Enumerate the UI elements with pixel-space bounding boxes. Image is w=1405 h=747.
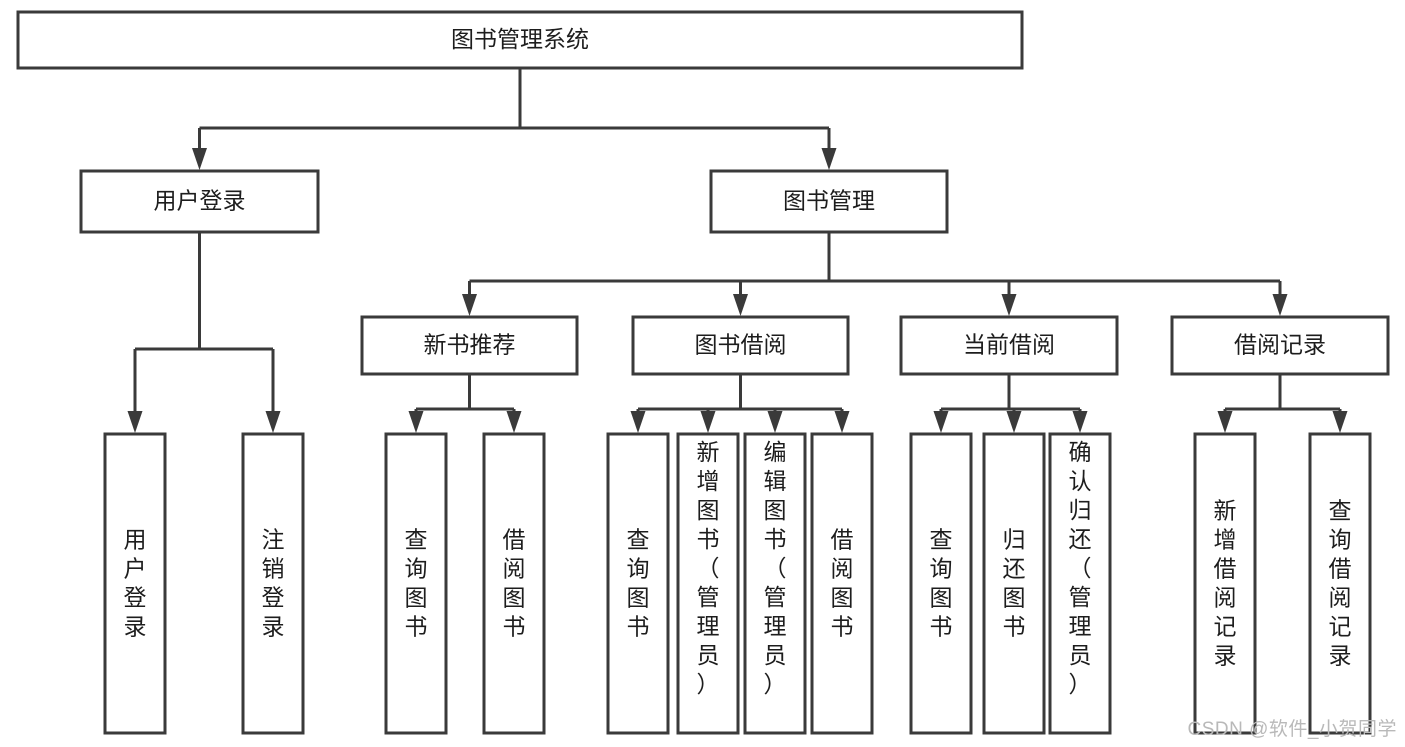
node-new-book-rec[interactable]: 新书推荐 bbox=[360, 315, 579, 376]
arrow-head-icon bbox=[192, 148, 207, 170]
arrow-head-icon bbox=[127, 411, 143, 433]
connector-layer bbox=[127, 68, 1348, 433]
node-leaf-query-book-2[interactable]: 查询图书 bbox=[606, 432, 670, 735]
node-label: 查询图书 bbox=[627, 527, 650, 640]
node-leaf-borrow-book-1[interactable]: 借阅图书 bbox=[482, 432, 546, 735]
node-leaf-query-record[interactable]: 查询借阅记录 bbox=[1308, 432, 1372, 735]
arrow-head-icon bbox=[1332, 411, 1348, 433]
node-layer: 图书管理系统用户登录图书管理新书推荐图书借阅当前借阅借阅记录用户登录注销登录查询… bbox=[16, 10, 1390, 735]
arrow-head-icon bbox=[733, 294, 748, 316]
node-box bbox=[709, 169, 949, 234]
node-borrow-record[interactable]: 借阅记录 bbox=[1170, 315, 1390, 376]
node-box bbox=[1170, 315, 1390, 376]
node-box bbox=[241, 432, 305, 735]
node-label: 编辑图书（管理员） bbox=[764, 439, 787, 697]
csdn-watermark: CSDN @软件_小贺同学 bbox=[1187, 719, 1397, 740]
node-box bbox=[982, 432, 1046, 735]
node-label: 归还图书 bbox=[1003, 527, 1026, 640]
arrow-head-icon bbox=[700, 411, 716, 433]
node-box bbox=[79, 169, 320, 234]
node-box bbox=[743, 432, 807, 735]
node-box bbox=[482, 432, 546, 735]
arrow-head-icon bbox=[265, 411, 281, 433]
node-label: 查询图书 bbox=[405, 527, 428, 640]
arrow-head-icon bbox=[506, 411, 522, 433]
node-leaf-add-book[interactable]: 新增图书（管理员） bbox=[676, 432, 740, 735]
node-leaf-query-book-1[interactable]: 查询图书 bbox=[384, 432, 448, 735]
node-box bbox=[676, 432, 740, 735]
node-label: 确认归还（管理员） bbox=[1069, 439, 1092, 697]
node-box bbox=[360, 315, 579, 376]
node-label: 当前借阅 bbox=[963, 332, 1055, 358]
node-label: 借阅记录 bbox=[1234, 332, 1326, 358]
node-box bbox=[899, 315, 1119, 376]
node-leaf-edit-book[interactable]: 编辑图书（管理员） bbox=[743, 432, 807, 735]
node-label: 用户登录 bbox=[154, 188, 246, 214]
arrow-head-icon bbox=[462, 294, 477, 316]
node-box bbox=[16, 10, 1024, 70]
node-leaf-confirm-return[interactable]: 确认归还（管理员） bbox=[1048, 432, 1112, 735]
node-book-borrow[interactable]: 图书借阅 bbox=[631, 315, 850, 376]
node-leaf-logout[interactable]: 注销登录 bbox=[241, 432, 305, 735]
node-label: 借阅图书 bbox=[831, 527, 854, 640]
node-label: 新增图书（管理员） bbox=[697, 439, 720, 697]
node-user-login[interactable]: 用户登录 bbox=[79, 169, 320, 234]
node-leaf-return-book[interactable]: 归还图书 bbox=[982, 432, 1046, 735]
node-box bbox=[631, 315, 850, 376]
arrow-head-icon bbox=[630, 411, 646, 433]
node-box bbox=[1048, 432, 1112, 735]
node-label: 查询图书 bbox=[930, 527, 953, 640]
node-leaf-add-record[interactable]: 新增借阅记录 bbox=[1193, 432, 1257, 735]
node-leaf-user-login[interactable]: 用户登录 bbox=[103, 432, 167, 735]
node-leaf-borrow-book-2[interactable]: 借阅图书 bbox=[810, 432, 874, 735]
arrow-head-icon bbox=[767, 411, 783, 433]
node-label: 新书推荐 bbox=[424, 332, 516, 358]
node-box bbox=[606, 432, 670, 735]
node-root-system[interactable]: 图书管理系统 bbox=[16, 10, 1024, 70]
node-box bbox=[384, 432, 448, 735]
node-box bbox=[103, 432, 167, 735]
node-leaf-query-book-3[interactable]: 查询图书 bbox=[909, 432, 973, 735]
arrow-head-icon bbox=[1006, 411, 1022, 433]
arrow-head-icon bbox=[1217, 411, 1233, 433]
arrow-head-icon bbox=[1272, 294, 1288, 316]
node-box bbox=[810, 432, 874, 735]
node-box bbox=[1308, 432, 1372, 735]
arrow-head-icon bbox=[933, 411, 949, 433]
node-label: 用户登录 bbox=[124, 527, 147, 640]
node-label: 查询借阅记录 bbox=[1329, 498, 1352, 669]
node-label: 图书借阅 bbox=[695, 332, 787, 358]
node-box bbox=[1193, 432, 1257, 735]
node-book-manage[interactable]: 图书管理 bbox=[709, 169, 949, 234]
arrow-head-icon bbox=[1001, 294, 1017, 316]
node-label: 注销登录 bbox=[262, 527, 285, 640]
node-label: 图书管理系统 bbox=[451, 26, 589, 52]
arrow-head-icon bbox=[408, 411, 424, 433]
node-box bbox=[909, 432, 973, 735]
arrow-head-icon bbox=[834, 411, 850, 433]
node-label: 借阅图书 bbox=[503, 527, 526, 640]
node-current-borrow[interactable]: 当前借阅 bbox=[899, 315, 1119, 376]
node-label: 新增借阅记录 bbox=[1214, 498, 1237, 669]
node-label: 图书管理 bbox=[783, 188, 875, 214]
arrow-head-icon bbox=[821, 148, 837, 170]
arrow-head-icon bbox=[1072, 411, 1088, 433]
